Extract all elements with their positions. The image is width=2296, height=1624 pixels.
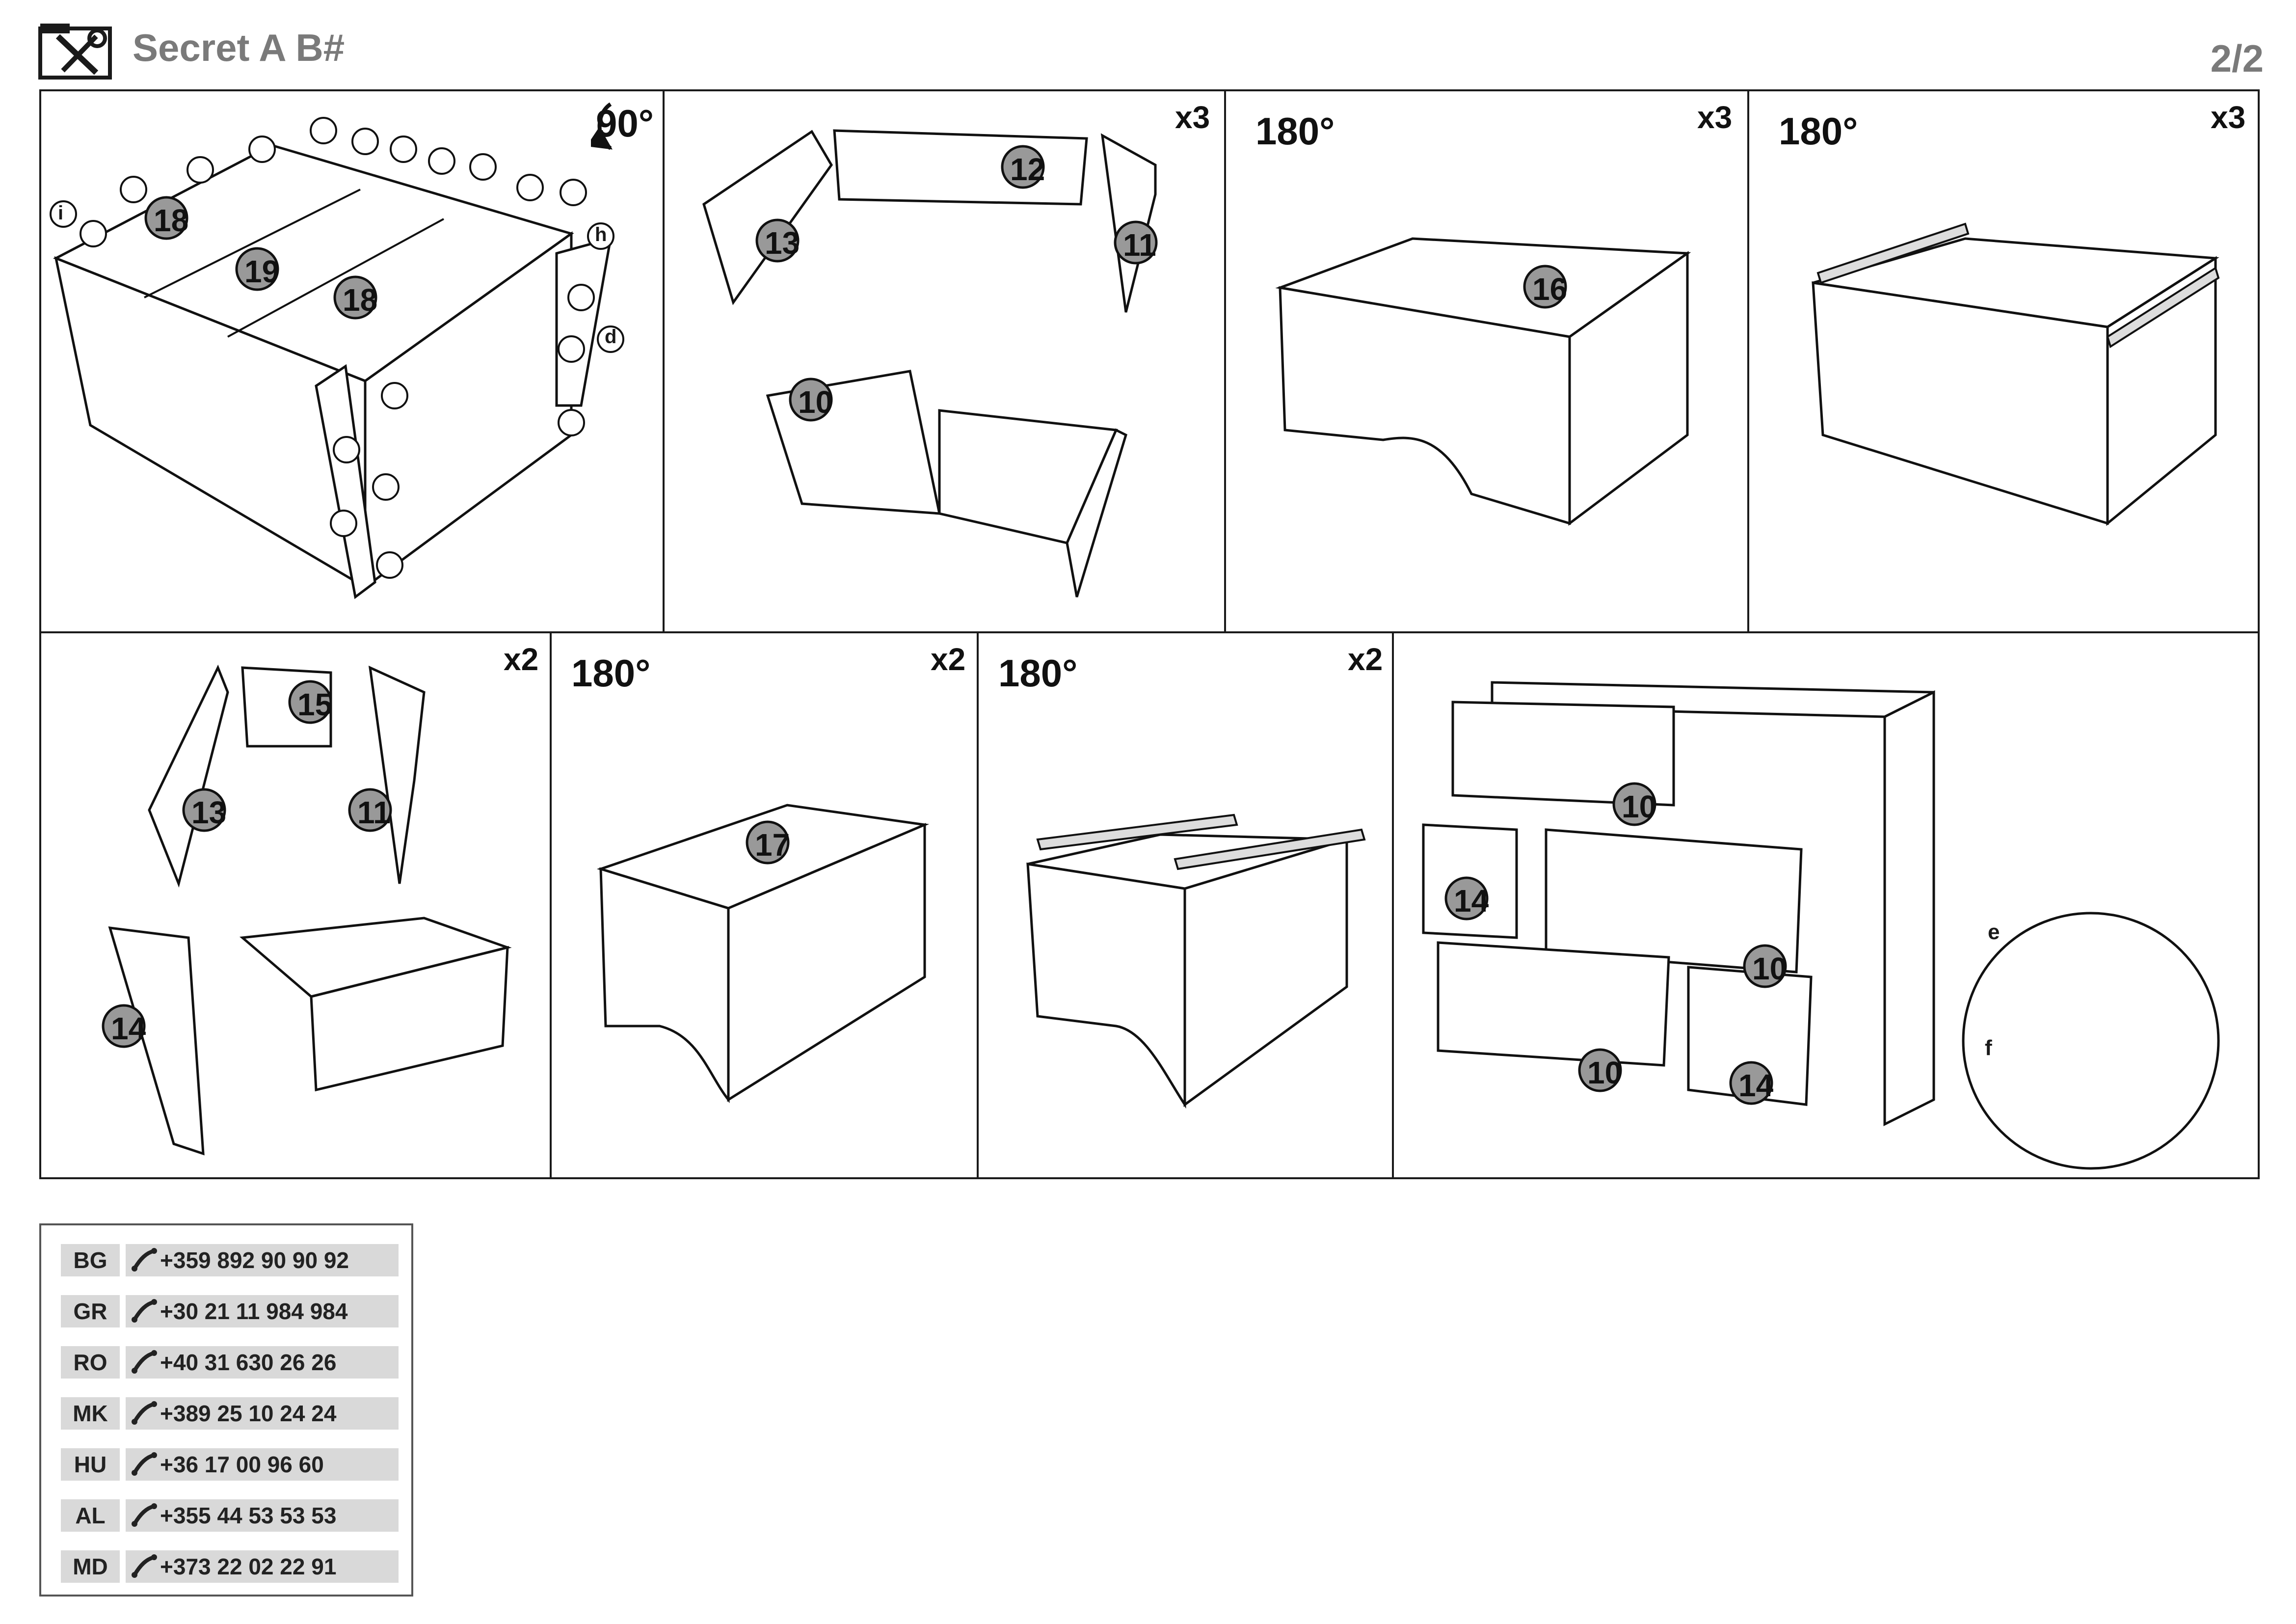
step-panel-1: 90° 18 19 18 i h d [41,91,663,631]
grid-divider [663,89,665,632]
country-code: RO [61,1346,120,1379]
count-label: x3 [1697,100,1733,135]
small-drawer-runner-diagram [1026,813,1366,1109]
phone-number: +355 44 53 53 53 [126,1499,399,1532]
part-number-10: 10 [798,384,833,420]
callout-f: f [1985,1036,1992,1060]
grid-divider [1392,632,1394,1178]
phone-number: +36 17 00 96 60 [126,1448,399,1481]
country-code: BG [61,1244,120,1276]
part-number-13: 13 [191,795,227,830]
country-code: HU [61,1448,120,1481]
grid-divider-horizontal [39,631,2260,633]
rotation-label: 180° [571,651,651,695]
step-panel-2: 13 12 11 10 x3 [665,91,1224,631]
callout-h: h [595,224,607,245]
drawer-box-diagram [702,129,1158,597]
count-label: x2 [504,642,539,677]
phone-icon [126,1295,160,1327]
contact-row-hu: HU+36 17 00 96 60 [61,1448,399,1481]
contact-row-gr: GR+30 21 11 984 984 [61,1295,399,1327]
part-number-10b: 10 [1752,951,1788,986]
rotation-label: 180° [998,651,1078,695]
callout-circles [50,117,624,579]
count-label: x3 [1175,100,1210,135]
country-code: GR [61,1295,120,1327]
small-drawer-diagram [102,664,512,1156]
phone-icon [126,1550,160,1583]
step-panel-8: 10 14 10 10 14 e f [1394,633,2260,1178]
tools-icon [38,24,112,80]
callout-d: d [605,326,617,348]
count-label: x2 [1348,642,1383,677]
rotate-arrow-icon [591,102,613,150]
contact-row-md: MD+373 22 02 22 91 [61,1550,399,1583]
country-code: MD [61,1550,120,1583]
rotation-label: 180° [1779,109,1858,153]
callout-e: e [1988,920,2000,944]
part-number-12: 12 [1010,152,1045,187]
part-number-10c: 10 [1587,1055,1623,1090]
page-title: Secret A B# [133,26,345,69]
step-panel-7: 180° x2 [979,633,1392,1178]
part-number-14b: 14 [1738,1068,1774,1103]
phone-number: +40 31 630 26 26 [126,1346,399,1379]
phone-number: +389 25 10 24 24 [126,1397,399,1430]
final-assembly-diagram [1422,681,2220,1170]
page-number: 2/2 [2210,37,2264,80]
phone-number: +30 21 11 984 984 [126,1295,399,1327]
contact-row-ro: RO+40 31 630 26 26 [61,1346,399,1379]
part-number-19: 19 [244,254,280,289]
country-code: MK [61,1397,120,1430]
phone-number: +373 22 02 22 91 [126,1550,399,1583]
phone-number: +359 892 90 90 92 [126,1244,399,1276]
part-number-10: 10 [1622,789,1657,824]
step-panel-5: 15 13 11 14 x2 [41,633,550,1178]
part-number-15: 15 [297,687,333,722]
grid-divider [550,632,552,1178]
contact-row-mk: MK+389 25 10 24 24 [61,1397,399,1430]
callout-i: i [58,202,64,224]
part-number-18b: 18 [343,282,378,318]
drawer-front-diagram [1275,237,1691,526]
contact-row-bg: BG+359 892 90 90 92 [61,1244,399,1276]
phone-icon [126,1397,160,1430]
contact-row-al: AL+355 44 53 53 53 [61,1499,399,1532]
phone-icon [126,1499,160,1532]
small-drawer-front-diagram [596,804,930,1104]
part-number-11: 11 [1123,227,1156,263]
part-number-11: 11 [357,795,391,830]
grid-divider [977,632,979,1178]
part-number-17: 17 [755,827,790,863]
step-panel-6: 17 180° x2 [552,633,977,1178]
carcass-diagram [53,144,613,599]
drawer-runner-diagram [1812,222,2220,526]
phone-icon [126,1244,160,1276]
callout-group [144,196,377,320]
count-label: x3 [2211,100,2246,135]
country-code: AL [61,1499,120,1532]
part-number-14: 14 [111,1011,146,1046]
part-number-13: 13 [765,225,800,261]
part-number-14: 14 [1454,883,1489,919]
step-panel-3: 16 180° x3 [1226,91,1747,631]
part-number-16: 16 [1532,271,1568,307]
step-panel-4: 180° x3 [1749,91,2260,631]
grid-divider [1224,89,1226,632]
instruction-frame [39,89,2260,1179]
grid-divider [1747,89,1749,632]
phone-icon [126,1448,160,1481]
phone-icon [126,1346,160,1379]
part-number-18: 18 [154,203,189,238]
rotation-label: 180° [1255,109,1335,153]
count-label: x2 [931,642,966,677]
